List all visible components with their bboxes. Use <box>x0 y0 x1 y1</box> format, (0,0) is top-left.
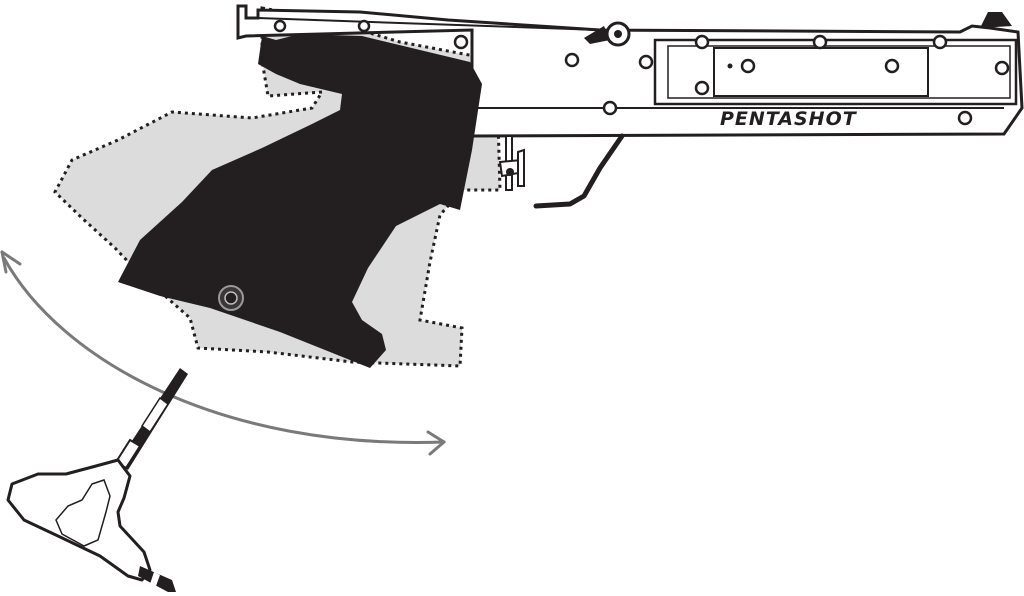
rotation-arrow <box>0 250 446 456</box>
grip-screw <box>218 285 244 311</box>
brand-label: PENTASHOT <box>720 108 858 130</box>
frame-dot <box>727 63 733 69</box>
trigger-guard <box>533 133 625 209</box>
trigger <box>498 135 526 191</box>
hex-key-tool <box>6 368 188 592</box>
pistol-grip <box>118 34 482 368</box>
frame-screws <box>273 19 1010 126</box>
